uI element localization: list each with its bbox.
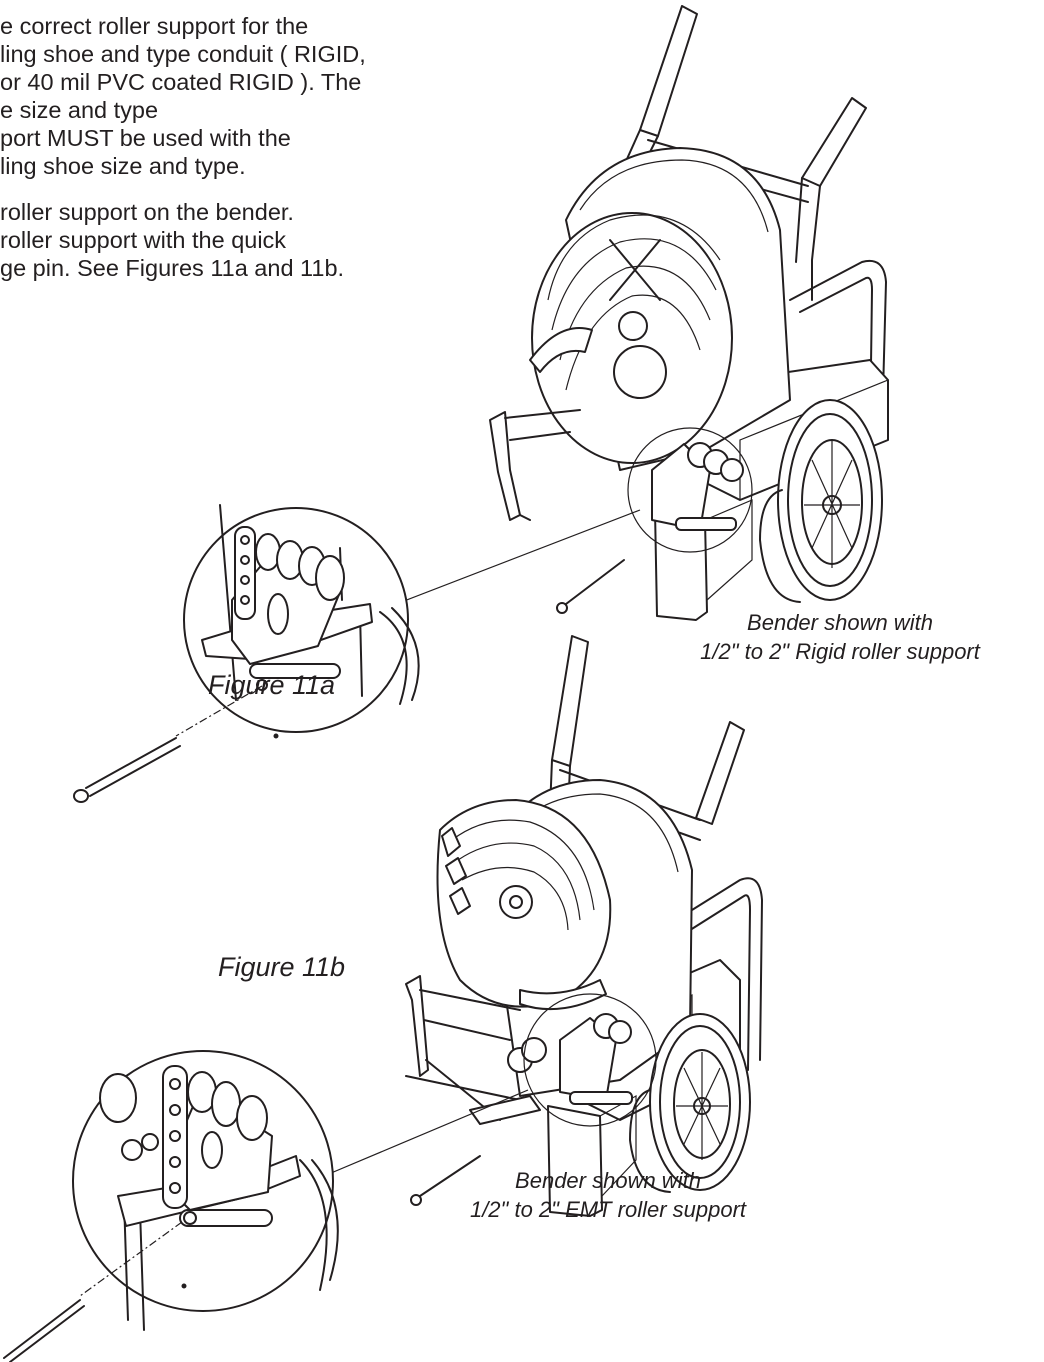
detail-circle-small-b xyxy=(523,993,657,1127)
roller-support-small xyxy=(651,442,744,531)
figure-11b-caption: Bender shown with 1/2" to 2" EMT roller … xyxy=(418,1166,798,1224)
front-stand-b xyxy=(405,975,429,1077)
detail-11b xyxy=(72,1050,339,1331)
hinge-pin-b xyxy=(419,1155,481,1197)
instruction-line: or 40 mil PVC coated RIGID ). The xyxy=(0,69,362,95)
pin-axis-a xyxy=(175,685,263,737)
caption-line: Bender shown with xyxy=(515,1168,701,1193)
caption-line: Bender shown with xyxy=(747,610,933,635)
figure-11a-caption: Bender shown with 1/2" to 2" Rigid rolle… xyxy=(650,608,1030,666)
instruction-line: ling shoe size and type. xyxy=(0,153,246,179)
bender-11b xyxy=(405,635,763,1217)
support-leg-b xyxy=(547,1105,603,1217)
wheel-b xyxy=(629,1013,751,1193)
detail-pin-a xyxy=(85,737,181,797)
front-stand xyxy=(489,411,521,521)
roller-support-small-b xyxy=(507,1013,633,1105)
handle-frame xyxy=(621,5,887,441)
instruction-line: e correct roller support for the xyxy=(0,13,309,39)
instruction-line: ling shoe and type conduit ( RIGID, xyxy=(0,41,366,67)
hinge-pin xyxy=(565,559,625,605)
instruction-line: roller support on the bender. xyxy=(0,199,294,225)
caption-line: 1/2" to 2" Rigid roller support xyxy=(700,639,980,664)
caption-line: 1/2" to 2" EMT roller support xyxy=(469,1197,747,1222)
detail-11a xyxy=(183,504,420,739)
detail-circle-small-a xyxy=(627,427,753,553)
instruction-line: e size and type xyxy=(0,97,159,123)
instruction-line: roller support with the quick xyxy=(0,227,287,253)
bender-11a xyxy=(489,5,889,621)
instruction-line: port MUST be used with the xyxy=(0,125,291,151)
bending-shoe xyxy=(529,212,733,464)
leader-line-b xyxy=(323,1089,529,1177)
detail-pin-b xyxy=(3,1299,85,1362)
instruction-line: ge pin. See Figures 11a and 11b. xyxy=(0,255,345,281)
instruction-text: e correct roller support for the ling sh… xyxy=(0,12,520,282)
figure-11a-label: Figure 11a xyxy=(208,670,336,700)
pin-axis-b xyxy=(79,1221,183,1297)
wheel xyxy=(759,399,883,603)
figure-11b-label: Figure 11b xyxy=(218,952,346,982)
handle-frame-b xyxy=(547,635,763,1071)
bending-shoe-b xyxy=(436,799,612,1011)
